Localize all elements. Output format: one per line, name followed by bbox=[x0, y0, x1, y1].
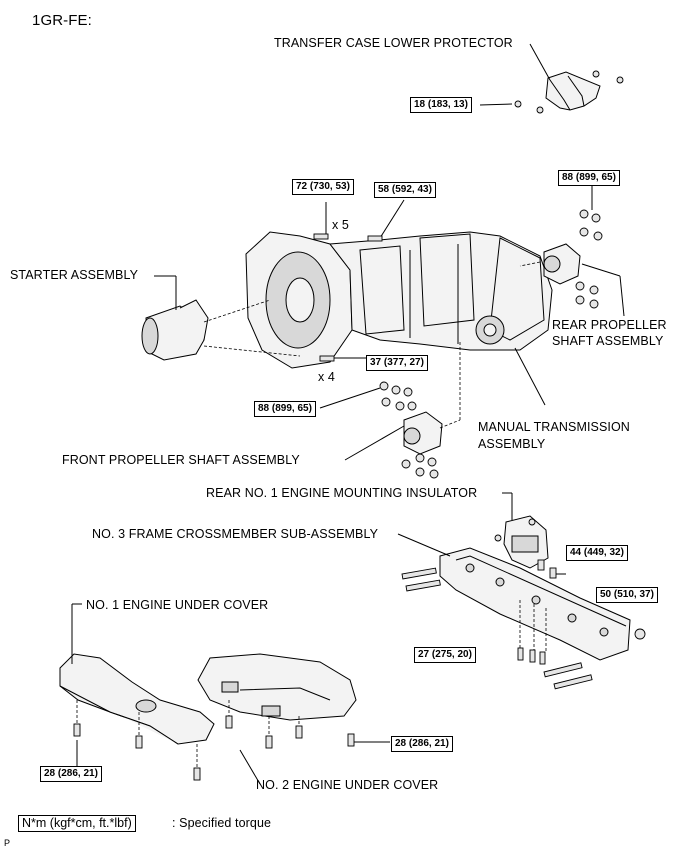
torque-18: 18 (183, 13) bbox=[410, 97, 472, 113]
torque-58: 58 (592, 43) bbox=[374, 182, 436, 198]
engine-under-cover-1-part bbox=[59, 603, 215, 781]
manual-transmission-part bbox=[245, 231, 553, 406]
transfer-case-lower-protector-part bbox=[479, 43, 624, 114]
torque-88-rear: 88 (899, 65) bbox=[558, 170, 620, 186]
label-engine-under-cover-1: NO. 1 ENGINE UNDER COVER bbox=[86, 598, 269, 612]
front-propeller-shaft-part bbox=[319, 340, 461, 479]
label-frame-crossmember: NO. 3 FRAME CROSSMEMBER SUB-ASSEMBLY bbox=[92, 527, 379, 541]
torque-72: 72 (730, 53) bbox=[292, 179, 354, 195]
rear-engine-mounting-insulator-part bbox=[494, 492, 566, 579]
label-manual-transmission-1: MANUAL TRANSMISSION bbox=[478, 420, 630, 434]
legend-description: : Specified torque bbox=[172, 816, 272, 830]
legend-unit-box: N*m (kgf*cm, ft.*lbf) bbox=[18, 815, 136, 832]
frame-crossmember-part bbox=[397, 533, 646, 690]
label-rear-engine-mounting-insulator: REAR NO. 1 ENGINE MOUNTING INSULATOR bbox=[206, 486, 478, 500]
engine-under-cover-2-part bbox=[197, 653, 390, 785]
label-engine-under-cover-2: NO. 2 ENGINE UNDER COVER bbox=[256, 778, 439, 792]
label-transfer-case-lower-protector: TRANSFER CASE LOWER PROTECTOR bbox=[274, 36, 513, 50]
engine-code-heading: 1GR-FE: bbox=[32, 12, 92, 29]
quantity-x4: x 4 bbox=[318, 370, 335, 384]
bellhousing-bolts bbox=[313, 199, 405, 362]
torque-88-front: 88 (899, 65) bbox=[254, 401, 316, 417]
torque-44: 44 (449, 32) bbox=[566, 545, 628, 561]
label-rear-propeller-shaft-2: SHAFT ASSEMBLY bbox=[552, 334, 664, 348]
torque-28-right: 28 (286, 21) bbox=[391, 736, 453, 752]
label-rear-propeller-shaft-1: REAR PROPELLER bbox=[552, 318, 667, 332]
footer-code: P bbox=[4, 838, 11, 848]
torque-28-left: 28 (286, 21) bbox=[40, 766, 102, 782]
torque-27: 27 (275, 20) bbox=[414, 647, 476, 663]
label-starter-assembly: STARTER ASSEMBLY bbox=[10, 268, 139, 282]
torque-50: 50 (510, 37) bbox=[596, 587, 658, 603]
label-manual-transmission-2: ASSEMBLY bbox=[478, 437, 546, 451]
starter-assembly-part bbox=[141, 275, 301, 361]
label-front-propeller-shaft: FRONT PROPELLER SHAFT ASSEMBLY bbox=[62, 453, 300, 467]
rear-propeller-shaft-part bbox=[519, 186, 625, 317]
quantity-x5: x 5 bbox=[332, 218, 349, 232]
torque-37: 37 (377, 27) bbox=[366, 355, 428, 371]
